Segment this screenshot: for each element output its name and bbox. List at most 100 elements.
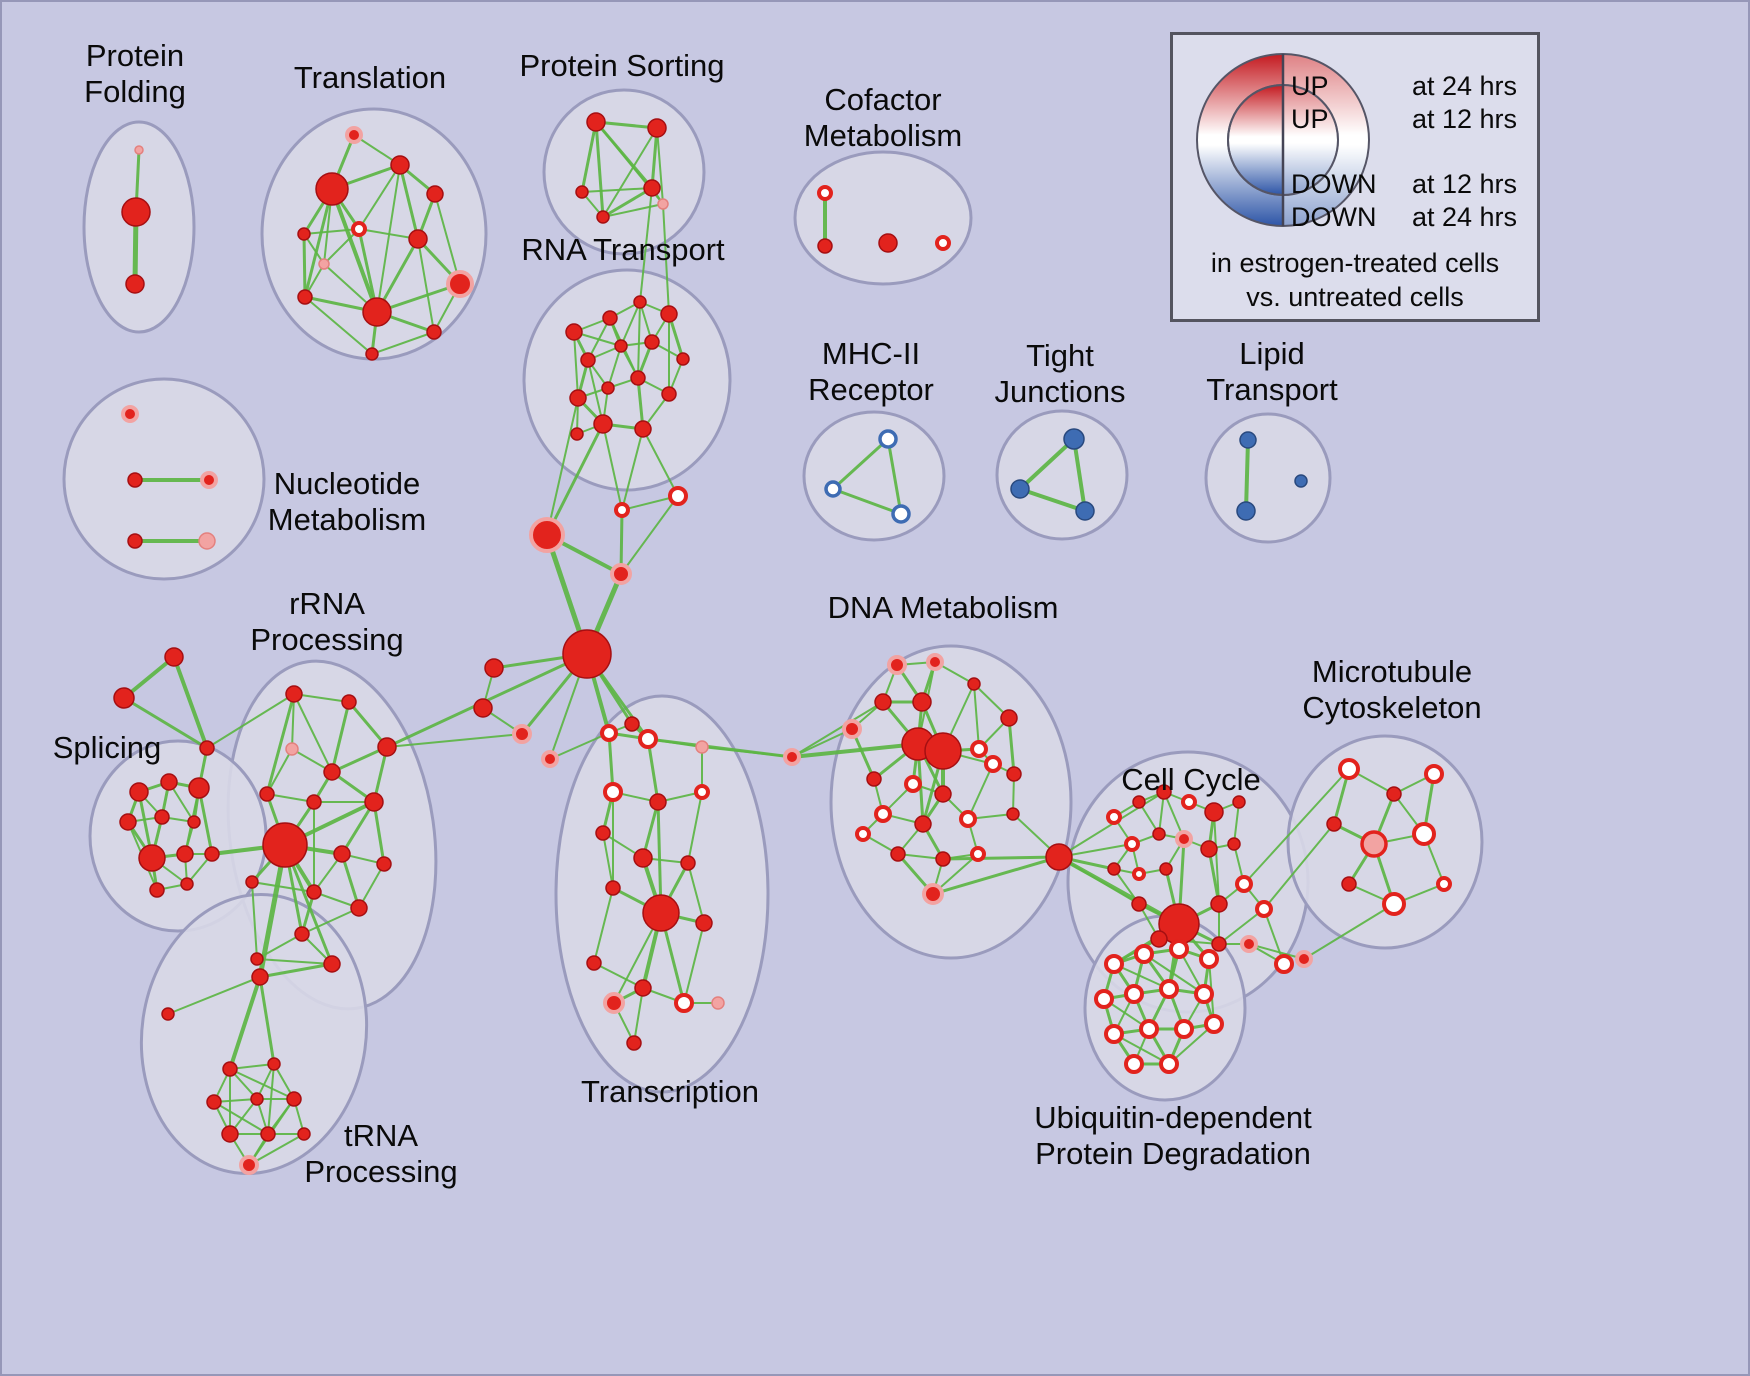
network-node-81[interactable] [267,1057,281,1071]
network-node-27[interactable] [614,339,628,353]
network-node-185[interactable] [1075,501,1095,521]
network-node-69[interactable] [188,777,210,799]
network-node-24[interactable] [633,295,647,309]
network-node-3[interactable] [345,126,363,144]
network-node-76[interactable] [149,882,165,898]
network-node-4[interactable] [315,172,349,206]
network-node-94[interactable] [649,793,667,811]
network-node-87[interactable] [297,1127,311,1141]
network-node-68[interactable] [160,773,178,791]
network-node-9[interactable] [408,229,428,249]
network-node-42[interactable] [484,658,504,678]
network-node-112[interactable] [874,693,892,711]
network-node-98[interactable] [680,855,696,871]
network-node-127[interactable] [890,846,906,862]
network-node-60[interactable] [376,856,392,872]
network-node-35[interactable] [634,420,652,438]
network-node-12[interactable] [362,297,392,327]
network-node-170[interactable] [1094,989,1114,1009]
network-node-93[interactable] [603,782,623,802]
network-node-25[interactable] [660,305,678,323]
network-node-173[interactable] [1194,984,1214,1004]
network-node-61[interactable] [245,875,259,889]
network-node-83[interactable] [250,1092,264,1106]
network-node-144[interactable] [1107,862,1121,876]
network-node-48[interactable] [113,687,135,709]
network-node-103[interactable] [634,979,652,997]
network-node-102[interactable] [586,955,602,971]
network-node-183[interactable] [1063,428,1085,450]
network-node-192[interactable] [935,235,951,251]
network-node-65[interactable] [323,955,341,973]
network-node-85[interactable] [221,1125,239,1143]
network-node-152[interactable] [1150,930,1168,948]
network-node-134[interactable] [1132,795,1146,809]
network-node-175[interactable] [1139,1019,1159,1039]
network-node-63[interactable] [350,899,368,917]
network-node-80[interactable] [222,1061,238,1077]
network-node-142[interactable] [1200,840,1218,858]
network-node-79[interactable] [161,1007,175,1021]
network-node-169[interactable] [1199,949,1219,969]
network-node-97[interactable] [633,848,653,868]
network-node-131[interactable] [855,826,871,842]
network-node-84[interactable] [286,1091,302,1107]
network-node-148[interactable] [1210,895,1228,913]
network-node-17[interactable] [647,118,667,138]
network-node-133[interactable] [1106,809,1122,825]
network-node-168[interactable] [1169,939,1189,959]
network-node-47[interactable] [164,647,184,667]
network-node-136[interactable] [1181,794,1197,810]
network-node-189[interactable] [817,185,833,201]
network-node-0[interactable] [134,145,144,155]
network-node-178[interactable] [1124,1054,1144,1074]
network-node-146[interactable] [1159,862,1173,876]
network-node-104[interactable] [603,992,625,1014]
network-node-141[interactable] [1175,830,1193,848]
network-node-139[interactable] [1124,836,1140,852]
network-node-6[interactable] [426,185,444,203]
network-node-174[interactable] [1104,1024,1124,1044]
network-node-62[interactable] [306,884,322,900]
network-node-73[interactable] [138,844,166,872]
network-node-105[interactable] [674,993,694,1013]
network-node-1[interactable] [121,197,151,227]
network-node-188[interactable] [1294,474,1308,488]
network-node-14[interactable] [426,324,442,340]
network-node-166[interactable] [1104,954,1124,974]
network-node-74[interactable] [176,845,194,863]
network-node-36[interactable] [570,427,584,441]
network-node-8[interactable] [351,221,367,237]
network-node-72[interactable] [187,815,201,829]
network-node-2[interactable] [125,274,145,294]
network-node-18[interactable] [575,185,589,199]
network-node-107[interactable] [626,1035,642,1051]
network-node-78[interactable] [251,968,269,986]
network-node-140[interactable] [1152,827,1166,841]
network-node-51[interactable] [341,694,357,710]
network-node-106[interactable] [711,996,725,1010]
network-node-46[interactable] [783,748,801,766]
network-node-151[interactable] [1131,896,1147,912]
network-node-153[interactable] [1211,936,1227,952]
network-node-57[interactable] [364,792,384,812]
network-node-193[interactable] [121,405,139,423]
network-node-29[interactable] [676,352,690,366]
network-node-145[interactable] [1132,867,1146,881]
network-node-157[interactable] [1386,786,1402,802]
network-node-49[interactable] [199,740,215,756]
network-node-155[interactable] [1274,954,1294,974]
network-node-120[interactable] [904,775,922,793]
network-node-40[interactable] [610,563,632,585]
network-node-95[interactable] [694,784,710,800]
network-node-177[interactable] [1204,1014,1224,1034]
network-node-161[interactable] [1412,822,1436,846]
network-node-21[interactable] [657,198,669,210]
network-node-114[interactable] [1000,709,1018,727]
network-node-50[interactable] [285,685,303,703]
network-node-71[interactable] [154,809,170,825]
network-node-197[interactable] [198,532,216,550]
network-node-16[interactable] [586,112,606,132]
network-node-108[interactable] [842,719,862,739]
network-node-167[interactable] [1134,944,1154,964]
